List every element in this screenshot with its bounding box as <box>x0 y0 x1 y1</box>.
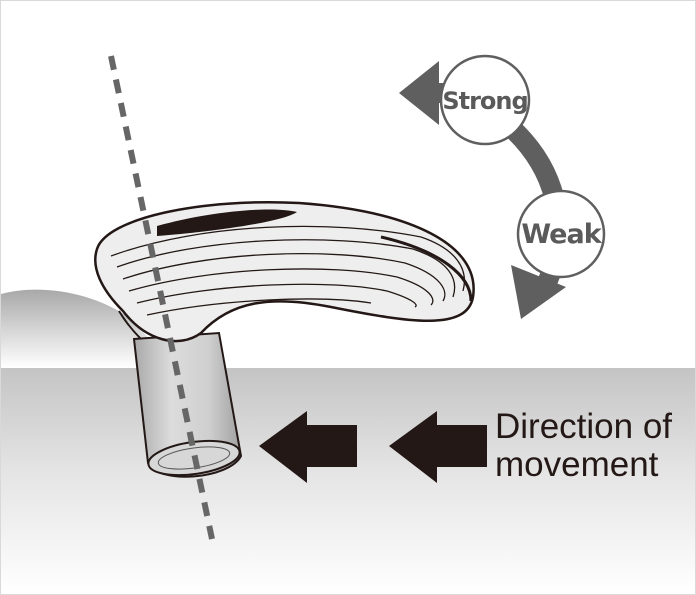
weak-badge: Weak <box>516 189 606 279</box>
left-arrow-icon <box>389 411 487 483</box>
skin-surface <box>1 289 695 594</box>
movement-arrows <box>259 411 487 483</box>
strong-badge: Strong <box>439 54 531 146</box>
weak-label: Weak <box>521 219 602 250</box>
direction-caption: Direction of movement <box>495 408 691 484</box>
left-arrow-icon <box>259 411 357 483</box>
direction-line-1: Direction of <box>495 407 673 446</box>
direction-line-2: movement <box>495 445 659 484</box>
device-head <box>94 201 475 343</box>
axis-line <box>108 55 215 540</box>
strong-label: Strong <box>442 87 527 115</box>
